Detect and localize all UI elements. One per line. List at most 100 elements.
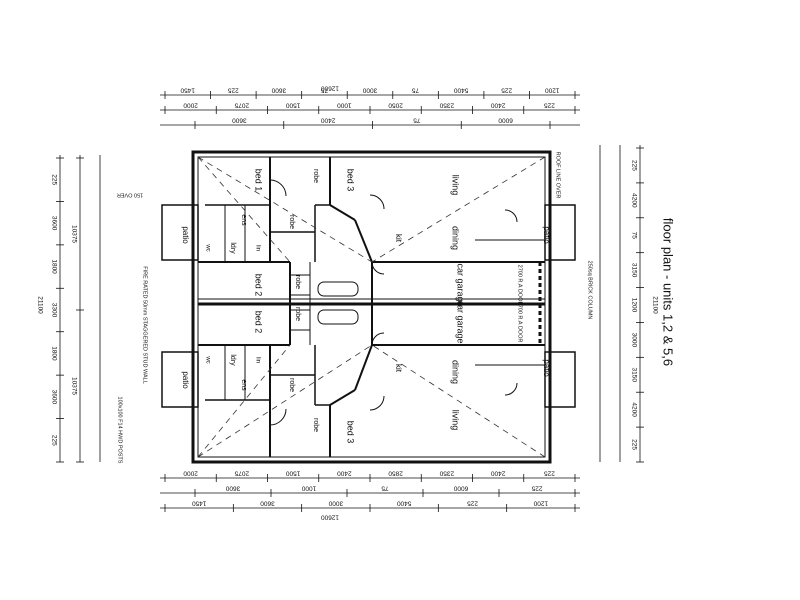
room-bed-2-bottom: bed 2 xyxy=(254,311,264,334)
dim-top-3: 6000 xyxy=(498,116,513,123)
room-robe-4: robe xyxy=(294,307,301,321)
dim-bottom-2: 1000 xyxy=(301,484,316,491)
room-patio-bl: patio xyxy=(181,371,190,389)
room-lin-top: lin xyxy=(254,245,260,251)
dim-right-outer: 3000 xyxy=(630,333,637,348)
dim-top-1: 1450 xyxy=(180,86,195,93)
dim-bottom-2: 3600 xyxy=(225,484,240,491)
room-car-garage-bottom: car garage xyxy=(456,300,466,343)
room-lin-bottom: lin xyxy=(254,357,260,363)
room-robe-6: robe xyxy=(312,418,319,432)
room-robe-3: robe xyxy=(294,275,301,289)
room-robe-1: robe xyxy=(312,169,319,183)
dim-top-3: 2400 xyxy=(321,116,336,123)
room-dining-bottom: dining xyxy=(451,360,461,384)
dim-right-outer: 3150 xyxy=(630,368,637,383)
dim-bottom-1: 2400 xyxy=(491,469,506,476)
dim-top-2: 1500 xyxy=(286,101,301,108)
room-ldry-bottom: ldry xyxy=(229,354,236,366)
dim-top-2: 1000 xyxy=(337,101,352,108)
room-ldry-top: ldry xyxy=(229,242,236,254)
dim-bottom-1: 2075 xyxy=(234,469,249,476)
dimension-labels: 1450 225 3600 75 3000 75 5400 225 1200 2000 2075 15… xyxy=(36,84,658,520)
dim-top-2: 2000 xyxy=(183,101,198,108)
dim-bottom-1: 2000 xyxy=(183,469,198,476)
note-roof-line: ROOF LINE OVER xyxy=(555,152,561,199)
room-bed-3-bottom: bed 3 xyxy=(346,421,356,444)
dim-bottom-3: 1450 xyxy=(192,499,207,506)
dim-bottom-3: 3000 xyxy=(328,499,343,506)
room-patio-br: patio xyxy=(542,359,551,377)
dim-top-1: 75 xyxy=(320,86,328,93)
dim-bottom-total: 12600 xyxy=(321,513,339,520)
dim-right-total: 21100 xyxy=(651,296,658,314)
plan-caption-text: floor plan - units 1,2 & 5,6 xyxy=(660,217,676,367)
roof-lines xyxy=(197,156,546,458)
dim-top-3: 3600 xyxy=(232,116,247,123)
room-living-bottom: living xyxy=(451,410,461,431)
dim-bottom-1: 2850 xyxy=(388,469,403,476)
room-patio-tl: patio xyxy=(181,226,190,244)
dim-right-outer: 4200 xyxy=(630,193,637,208)
dim-bottom-1: 2400 xyxy=(337,469,352,476)
note-over-wall: 150 OVER xyxy=(117,192,143,198)
dim-top-1: 5400 xyxy=(454,86,469,93)
room-car-garage-top: car garage xyxy=(456,263,466,306)
room-bed-3-top: bed 3 xyxy=(346,169,356,192)
room-ens-bottom: ens xyxy=(240,379,247,391)
dim-left-outer: 3600 xyxy=(50,390,57,405)
dim-bottom-3: 3600 xyxy=(260,499,275,506)
dim-left-outer: 3300 xyxy=(50,303,57,318)
dim-top-2: 2350 xyxy=(439,101,454,108)
construction-notes: FIRE RATED 50mm STAGGERED STUD WALL 250sq… xyxy=(117,152,593,464)
dim-left-outer: 225 xyxy=(50,435,57,446)
dim-right-outer: 1200 xyxy=(630,298,637,313)
dim-bottom-1: 1500 xyxy=(286,469,301,476)
dim-bottom-2: 225 xyxy=(531,484,542,491)
dim-right-outer: 3150 xyxy=(630,263,637,278)
dim-bottom-3: 1200 xyxy=(533,499,548,506)
room-bed-2-top: bed 2 xyxy=(254,274,264,297)
dim-top-total: 12600 xyxy=(321,84,339,91)
dim-left-outer: 1800 xyxy=(50,259,57,274)
dim-bottom-3: 5400 xyxy=(397,499,412,506)
dim-top-2: 2050 xyxy=(388,101,403,108)
dim-top-1: 225 xyxy=(501,86,512,93)
room-kit-top: kit xyxy=(394,234,403,243)
dim-right-outer: 75 xyxy=(630,232,637,240)
dim-right-outer: 225 xyxy=(630,439,637,450)
dim-right-outer: 225 xyxy=(630,160,637,171)
dimension-ticks xyxy=(56,91,644,512)
dim-top-1: 3600 xyxy=(271,86,286,93)
dim-top-1: 225 xyxy=(228,86,239,93)
dim-top-1: 3000 xyxy=(362,86,377,93)
dim-top-1: 1200 xyxy=(545,86,560,93)
dim-left-mid: 10375 xyxy=(70,377,77,395)
room-bed-1: bed 1 xyxy=(254,169,264,192)
room-living-top: living xyxy=(451,175,461,196)
room-robe-5: robe xyxy=(288,378,295,392)
note-fire-wall: FIRE RATED 50mm STAGGERED STUD WALL xyxy=(142,266,148,384)
note-garage-door-bottom: 2700 R.A DOOR xyxy=(517,302,523,343)
dim-top-2: 225 xyxy=(544,101,555,108)
note-garage-door-top: 2700 R.A DOOR xyxy=(517,265,523,306)
building-walls xyxy=(161,150,576,464)
dim-bottom-3: 225 xyxy=(467,499,478,506)
dim-left-outer: 3600 xyxy=(50,216,57,231)
dim-top-1: 75 xyxy=(412,86,420,93)
room-labels: bed 1 bed 2 bed 2 bed 3 bed 3 living living din… xyxy=(181,169,551,444)
room-patio-tr: patio xyxy=(542,226,551,244)
room-kit-bottom: kit xyxy=(394,364,403,373)
dim-right-outer: 4200 xyxy=(630,402,637,417)
room-ens-top: ens xyxy=(240,214,247,226)
room-robe-2: robe xyxy=(288,215,295,229)
note-brick-column: 250sq BRICK COLUMN xyxy=(587,261,593,320)
dim-left-mid: 10375 xyxy=(70,225,77,243)
room-wc-top: wc xyxy=(204,243,210,251)
dim-bottom-2: 6000 xyxy=(453,484,468,491)
dim-left-total: 21100 xyxy=(36,296,43,314)
dim-top-2: 2400 xyxy=(491,101,506,108)
dim-bottom-1: 225 xyxy=(544,469,555,476)
dim-top-2: 2075 xyxy=(234,101,249,108)
